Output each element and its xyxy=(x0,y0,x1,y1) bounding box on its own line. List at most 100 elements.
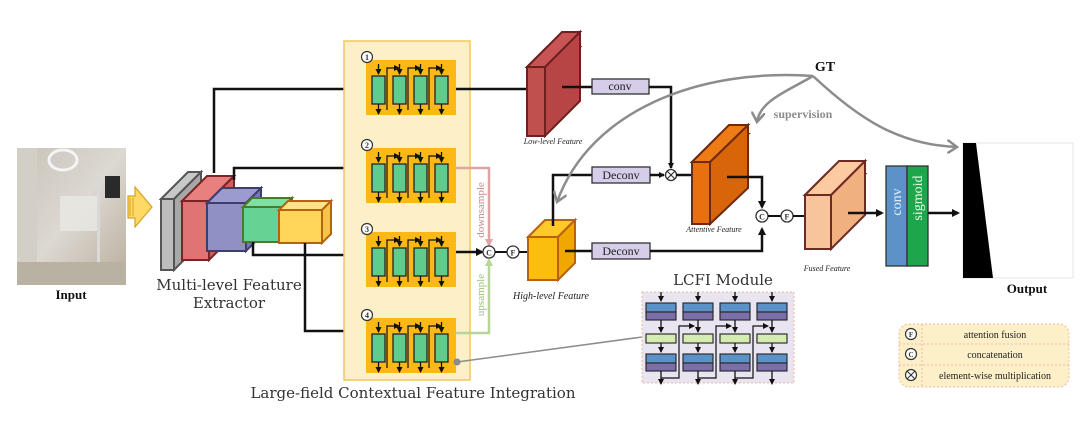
attentive-feature-label: Attentive Feature xyxy=(685,225,742,234)
svg-text:conv: conv xyxy=(890,188,905,215)
multiply-node xyxy=(664,168,678,182)
conv-box: conv xyxy=(591,78,650,95)
lcfi-cell xyxy=(413,75,428,105)
legend-item-multiply: element-wise multiplication xyxy=(904,368,1051,382)
conv-to-multiply xyxy=(649,85,674,169)
lcfi-module-title: LCFI Module xyxy=(673,271,773,289)
lcfi-cell xyxy=(413,247,428,277)
lcfi-cell xyxy=(371,163,386,193)
extractor-layer-5 xyxy=(276,198,334,246)
lcfi-cell xyxy=(434,75,449,105)
fusion-node-final: F xyxy=(780,209,794,223)
extractor-label-line1: Multi-level Feature xyxy=(156,276,302,294)
output-map xyxy=(962,142,1074,279)
connection-level-3 xyxy=(251,242,364,259)
svg-text:F: F xyxy=(511,249,516,258)
high-level-feature-block xyxy=(525,217,578,283)
concat-node-final: C xyxy=(755,209,769,223)
downsample-path xyxy=(456,166,493,247)
lcfi-group-title: Large-field Contextual Feature Integrati… xyxy=(250,384,575,402)
block-index-badge xyxy=(360,138,374,152)
high-to-deconv-top xyxy=(551,173,592,226)
fusion-symbol-icon xyxy=(904,327,918,341)
lcfi-cell xyxy=(413,163,428,193)
gt-label: GT xyxy=(815,60,836,75)
lcfi-module-column-2 xyxy=(682,292,732,385)
supervision-to-attentive xyxy=(757,74,814,122)
supervision-to-high-feature xyxy=(557,73,814,202)
fusion-node-high: F xyxy=(506,245,520,259)
lcfi-cell xyxy=(371,333,386,363)
svg-text:conv: conv xyxy=(608,79,631,93)
lcfi-module-callout-line xyxy=(456,336,643,363)
lcfi-cell xyxy=(434,333,449,363)
supervision-to-output xyxy=(812,75,957,147)
lcfi-module-columns xyxy=(645,292,788,385)
svg-text:2: 2 xyxy=(365,141,369,150)
block-index-badge xyxy=(360,222,374,236)
lcfi-cell xyxy=(434,163,449,193)
lcfi-block-2: 2 xyxy=(360,138,456,203)
svg-text:Deconv: Deconv xyxy=(602,168,639,182)
svg-text:1: 1 xyxy=(365,53,369,62)
deconv-bottom-to-concat xyxy=(650,227,766,253)
extractor-connections xyxy=(212,85,364,335)
input-image xyxy=(17,148,126,285)
downsample-label: downsample xyxy=(475,182,487,238)
concat-symbol-icon xyxy=(904,347,918,361)
lcfi-cell xyxy=(434,247,449,277)
concat-node-high: C xyxy=(482,245,496,259)
svg-text:C: C xyxy=(486,249,492,258)
fused-feature-label: Fused Feature xyxy=(803,264,851,273)
conv-sigmoid-head: conv sigmoid xyxy=(885,165,929,267)
high-level-feature-label: High-level Feature xyxy=(512,291,590,302)
block-index-badge xyxy=(360,308,374,322)
lcfi-cell xyxy=(392,75,407,105)
lcfi-blocks: 1 2 3 4 xyxy=(360,50,456,373)
svg-text:sigmoid: sigmoid xyxy=(911,175,926,220)
head-sigmoid-box xyxy=(906,165,929,267)
lcfi-cell xyxy=(371,75,386,105)
legend-label: element-wise multiplication xyxy=(939,371,1051,382)
upsample-path xyxy=(456,258,493,335)
input-label: Input xyxy=(55,287,87,302)
svg-text:3: 3 xyxy=(365,225,369,234)
lcfi-cell xyxy=(413,333,428,363)
svg-text:Deconv: Deconv xyxy=(602,244,639,258)
upsample-label: upsample xyxy=(475,274,487,316)
legend: F attention fusion C concatenation eleme… xyxy=(898,323,1070,388)
deconv-top-box: Deconv xyxy=(591,166,651,184)
supervision-label: supervision xyxy=(774,107,833,121)
svg-text:4: 4 xyxy=(365,311,369,320)
supervision-arrows xyxy=(557,73,957,202)
fused-feature-block xyxy=(802,158,868,252)
legend-label: concatenation xyxy=(967,350,1023,361)
svg-text:F: F xyxy=(785,213,790,222)
lcfi-cell xyxy=(392,163,407,193)
attentive-to-concat xyxy=(727,175,766,209)
connection-level-4 xyxy=(303,243,364,335)
lcfi-module-column-1 xyxy=(645,292,695,385)
lcfi-cell xyxy=(371,247,386,277)
low-level-feature-label: Low-level Feature xyxy=(523,137,583,146)
legend-item-concat: C concatenation xyxy=(904,347,1023,361)
input-arrow-icon xyxy=(127,185,153,229)
lcfi-block-4: 4 xyxy=(360,308,456,373)
connection-level-1 xyxy=(212,85,364,173)
block-index-badge xyxy=(360,50,374,64)
connection-level-2 xyxy=(232,164,364,180)
lcfi-block-3: 3 xyxy=(360,222,456,287)
lcfi-module-callout-dot xyxy=(453,358,461,366)
output-label: Output xyxy=(1007,281,1048,296)
legend-item-fusion: F attention fusion xyxy=(904,327,1027,341)
legend-label: attention fusion xyxy=(964,330,1027,341)
multiply-symbol-icon xyxy=(904,368,918,382)
attentive-feature-block xyxy=(689,122,752,227)
svg-text:C: C xyxy=(908,351,913,359)
deconv-bottom-box: Deconv xyxy=(591,242,651,260)
extractor-label-line2: Extractor xyxy=(193,294,266,312)
svg-text:C: C xyxy=(759,213,765,222)
lcfi-module-column-3 xyxy=(719,292,769,385)
low-level-feature-block xyxy=(524,29,583,139)
